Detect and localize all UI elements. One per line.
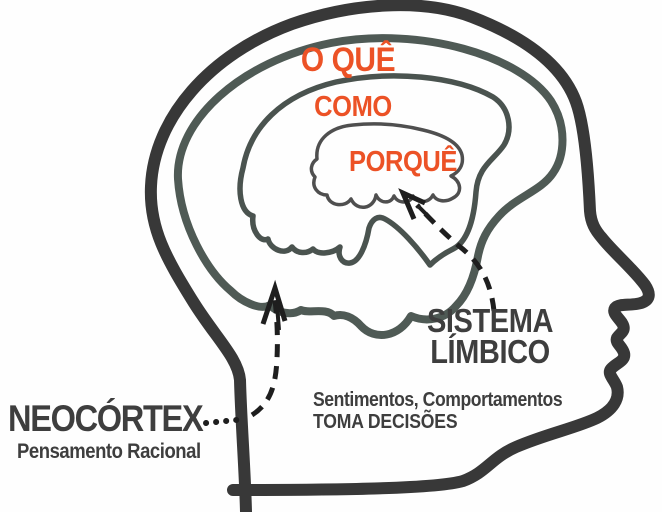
label-neocortex-title: NEOCÓRTEX — [8, 398, 204, 439]
brain-outline-icon — [237, 73, 512, 268]
label-limbic-title-line2: LÍMBICO — [430, 333, 550, 370]
label-porque: PORQUÊ — [349, 146, 457, 178]
inner-skull-outline-icon — [173, 34, 567, 339]
label-limbic-subtitle-2: TOMA DECISÕES — [313, 411, 458, 433]
label-neocortex-subtitle: Pensamento Racional — [17, 440, 201, 463]
limbic-dashed-arrow-icon — [398, 188, 497, 312]
neocortex-dashed-arrow-icon — [203, 279, 288, 426]
label-o-que: O QUÊ — [300, 41, 396, 79]
label-limbic-subtitle-1: Sentimentos, Comportamentos — [313, 389, 563, 411]
label-limbic-title: SISTEMA LÍMBICO — [426, 302, 554, 370]
label-como: COMO — [314, 91, 392, 123]
label-limbic-title-line1: SISTEMA — [426, 302, 554, 339]
head-profile-outline-icon — [144, 0, 655, 512]
